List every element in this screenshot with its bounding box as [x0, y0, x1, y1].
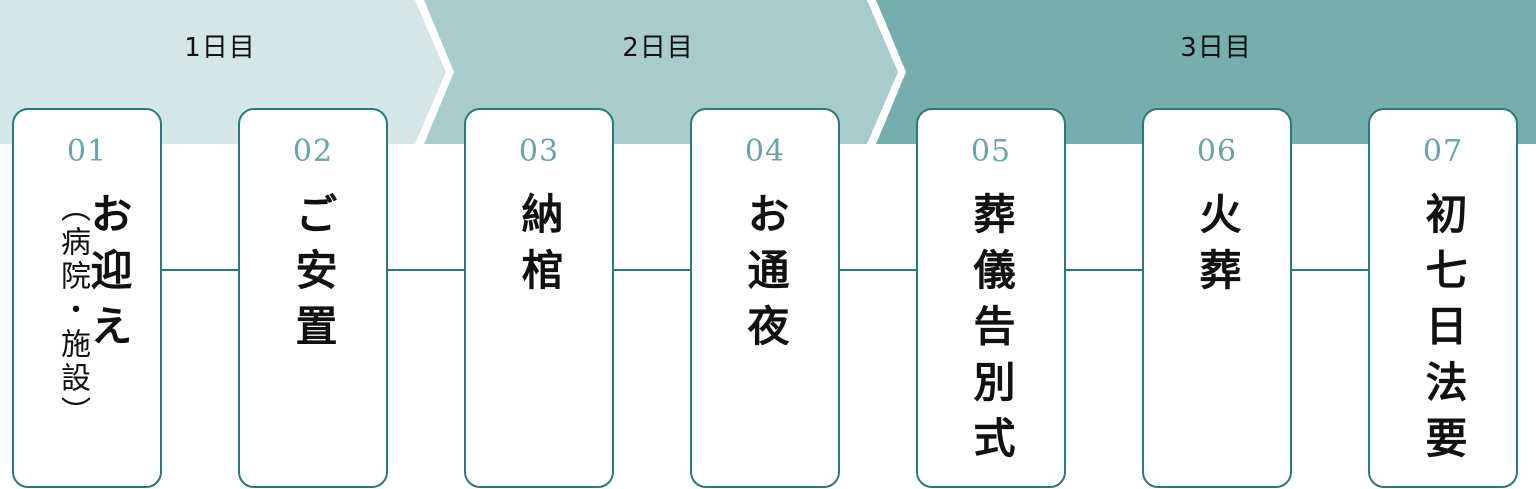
step-card-06: 06 火葬: [1142, 108, 1292, 488]
connector-line: [840, 269, 916, 271]
step-number: 02: [292, 134, 334, 169]
step-title: お迎え: [84, 192, 133, 360]
step-title: ご安置: [289, 192, 338, 360]
step-subtitle: （病院・施設）: [55, 192, 90, 430]
connector-line: [1066, 269, 1142, 271]
step-title: 納棺: [515, 192, 564, 304]
step-number: 01: [66, 134, 108, 169]
step-title: 初七日法要: [1419, 192, 1468, 472]
connector-line: [388, 269, 464, 271]
step-number: 07: [1422, 134, 1464, 169]
step-number: 05: [970, 134, 1012, 169]
step-number: 06: [1196, 134, 1238, 169]
step-card-04: 04 お通夜: [690, 108, 840, 488]
step-title: 火葬: [1193, 192, 1242, 304]
connector-line: [1292, 269, 1368, 271]
step-title: お通夜: [741, 192, 790, 360]
day2-label: 2日目: [622, 33, 694, 63]
step-card-07: 07 初七日法要: [1368, 108, 1518, 488]
step-card-05: 05 葬儀告別式: [916, 108, 1066, 488]
step-card-03: 03 納棺: [464, 108, 614, 488]
day1-label: 1日目: [184, 33, 256, 63]
connector-line: [162, 269, 238, 271]
day3-label: 3日目: [1180, 33, 1252, 63]
step-number: 03: [518, 134, 560, 169]
connector-line: [614, 269, 690, 271]
step-number: 04: [744, 134, 786, 169]
step-card-02: 02 ご安置: [238, 108, 388, 488]
step-card-01: 01 お迎え （病院・施設）: [12, 108, 162, 488]
step-title: 葬儀告別式: [967, 192, 1016, 472]
